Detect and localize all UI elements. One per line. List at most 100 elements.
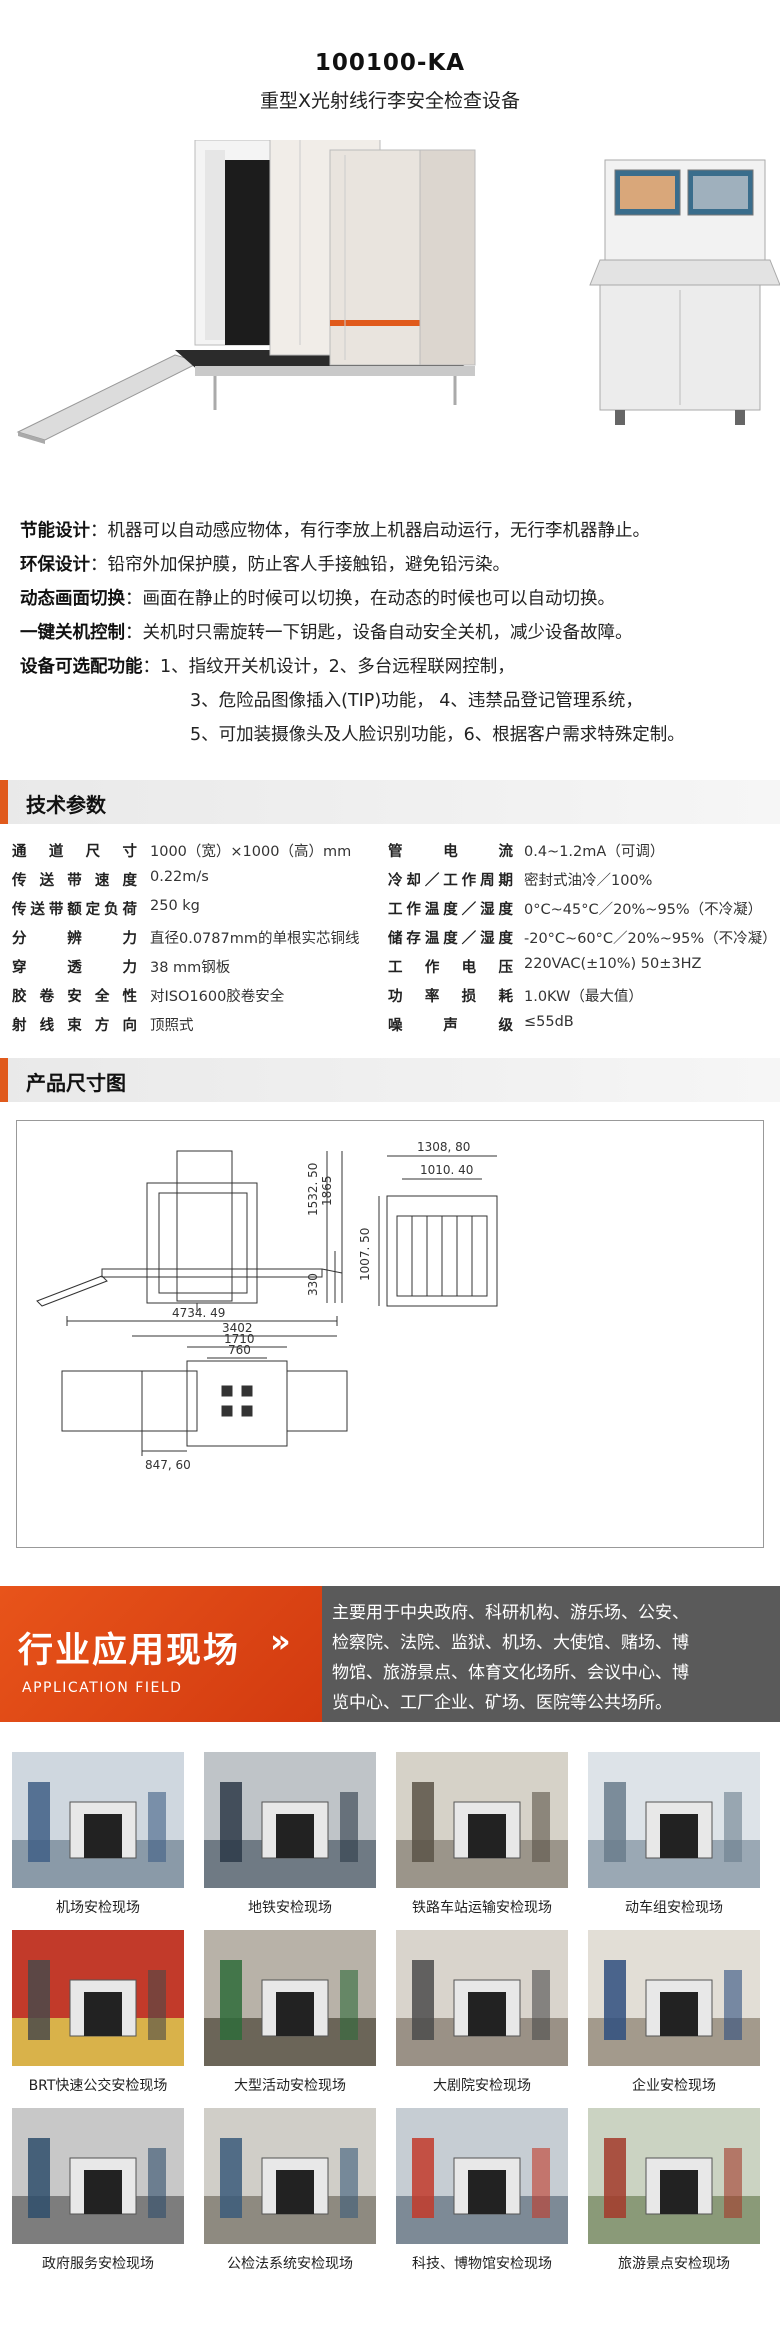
gallery-caption: 铁路车站运输安检现场 xyxy=(412,1900,552,1916)
spec-value: 0°C~45°C／20%~95%（不冷凝） xyxy=(524,902,763,918)
spec-value: 38 mm钢板 xyxy=(150,960,231,976)
product-subtitle: 重型X光射线行李安全检查设备 xyxy=(259,90,521,112)
gallery-card: 地铁安检现场 xyxy=(204,1752,376,1917)
feature-continuation: 5、可加装摄像头及人脸识别功能，6、根据客户需求特殊定制。 xyxy=(190,725,685,745)
spec-value: 直径0.0787mm的单根实芯铜线 xyxy=(150,931,360,947)
dim-760: 760 xyxy=(228,1343,251,1357)
field-desc-line: 览中心、工厂企业、矿场、医院等公共场所。 xyxy=(332,1693,672,1713)
site-photo xyxy=(12,1752,184,1888)
feature-continuation: 3、危险品图像插入(TIP)功能， 4、违禁品登记管理系统， xyxy=(190,691,643,711)
feature-list: 节能设计：机器可以自动感应物体，有行李放上机器启动运行，无行李机器静止。 环保设… xyxy=(20,514,770,752)
gallery-caption: 大型活动安检现场 xyxy=(234,2078,346,2094)
spec-label: 传送带额定负荷 xyxy=(12,902,137,918)
gallery-card: BRT快速公交安检现场 xyxy=(12,1930,184,2095)
site-photo xyxy=(588,1930,760,2066)
dimension-drawing: 1532. 50 1865 330 4734. 49 3402 17 xyxy=(16,1120,764,1548)
spec-label: 冷却／工作周期 xyxy=(388,873,513,889)
spec-value: ≤55dB xyxy=(524,1014,574,1030)
spec-value: -20°C~60°C／20%~95%（不冷凝） xyxy=(524,931,777,947)
gallery-card: 旅游景点安检现场 xyxy=(588,2108,760,2273)
spec-row: 射线束方向顶照式 噪声级 ≤55dB xyxy=(12,1014,772,1043)
spec-row: 传送带额定负荷 250 kg 工作温度／湿度 0°C~45°C／20%~95%（不冷凝… xyxy=(12,898,772,927)
dim-total-width: 4734. 49 xyxy=(172,1306,225,1320)
gallery-card: 动车组安检现场 xyxy=(588,1752,760,1917)
spec-label: 传送带速度 xyxy=(12,873,137,889)
spec-row: 分辨力直径0.0787mm的单根实芯铜线储存温度／湿度-20°C~60°C／20… xyxy=(12,927,777,956)
feature-text: ：1、指纹开关机设计，2、多台远程联网控制， xyxy=(142,657,515,677)
spec-label: 胶卷安全性 xyxy=(12,989,137,1005)
gallery-caption: 机场安检现场 xyxy=(56,1900,140,1916)
field-english: APPLICATION FIELD xyxy=(22,1680,183,1696)
gallery-caption: 政府服务安检现场 xyxy=(42,2256,154,2272)
gallery-caption: 旅游景点安检现场 xyxy=(618,2256,730,2272)
spec-value: 1000（宽）×1000（高）mm xyxy=(150,844,352,860)
gallery-caption: BRT快速公交安检现场 xyxy=(28,2078,168,2094)
gallery-card: 政府服务安检现场 xyxy=(12,2108,184,2273)
spec-value: 0.22m/s xyxy=(150,869,209,885)
site-photo xyxy=(396,1752,568,1888)
feature-item: 设备可选配功能：1、指纹开关机设计，2、多台远程联网控制， xyxy=(20,650,770,684)
feature-label: 一键关机控制 xyxy=(20,623,125,643)
gallery-card: 大剧院安检现场 xyxy=(396,1930,568,2095)
dim-h2: 1865 xyxy=(320,1175,334,1206)
spec-value: 顶照式 xyxy=(150,1018,194,1034)
site-photo xyxy=(588,1752,760,1888)
spec-label: 工作温度／湿度 xyxy=(388,902,513,918)
gallery-caption: 企业安检现场 xyxy=(632,2078,716,2094)
dim-side-h: 1007. 50 xyxy=(358,1228,372,1281)
dim-h1: 1532. 50 xyxy=(306,1163,320,1216)
accent-bar xyxy=(0,780,8,824)
feature-text: ：画面在静止的时候可以切换，在动态的时候也可以自动切换。 xyxy=(125,589,615,609)
field-desc-line: 主要用于中央政府、科研机构、游乐场、公安、 xyxy=(332,1603,689,1623)
gallery-card: 铁路车站运输安检现场 xyxy=(396,1752,568,1917)
dim-1710: 1710 xyxy=(224,1332,255,1346)
site-photo xyxy=(396,2108,568,2244)
site-photo xyxy=(588,2108,760,2244)
feature-label: 环保设计 xyxy=(20,555,90,575)
spec-label: 噪声级 xyxy=(388,1018,513,1034)
double-chevron-icon: » xyxy=(270,1622,291,1660)
site-photo xyxy=(12,2108,184,2244)
dim-847: 847, 60 xyxy=(145,1458,191,1472)
spec-value: 250 kg xyxy=(150,898,200,914)
gallery-card: 大型活动安检现场 xyxy=(204,1930,376,2095)
gallery-card: 机场安检现场 xyxy=(12,1752,184,1917)
spec-label: 工作电压 xyxy=(388,960,513,976)
feature-item: 环保设计：铅帘外加保护膜，防止客人手接触铅，避免铅污染。 xyxy=(20,548,770,582)
specs-section-header: 技术参数 xyxy=(0,780,780,824)
gallery-caption: 公检法系统安检现场 xyxy=(227,2256,353,2272)
site-photo xyxy=(204,1752,376,1888)
feature-text: ：关机时只需旋转一下钥匙，设备自动安全关机，减少设备故障。 xyxy=(125,623,633,643)
feature-text: ：铅帘外加保护膜，防止客人手接触铅，避免铅污染。 xyxy=(90,555,510,575)
hero-section: 100100-KA 重型X光射线行李安全检查设备 xyxy=(0,0,780,470)
feature-item: 一键关机控制：关机时只需旋转一下钥匙，设备自动安全关机，减少设备故障。 xyxy=(20,616,770,650)
feature-text: ：机器可以自动感应物体，有行李放上机器启动运行，无行李机器静止。 xyxy=(90,521,650,541)
application-field-banner: 行业应用现场 » APPLICATION FIELD 主要用于中央政府、科研机构… xyxy=(0,1586,780,1722)
dim-side-w1: 1308, 80 xyxy=(417,1140,470,1154)
site-photo xyxy=(204,2108,376,2244)
site-photo xyxy=(204,1930,376,2066)
spec-label: 分辨力 xyxy=(12,931,137,947)
dim-h3: 330 xyxy=(306,1273,320,1296)
specs-section-title: 技术参数 xyxy=(26,793,106,817)
spec-value: 对ISO1600胶卷安全 xyxy=(150,989,285,1005)
field-desc-line: 物馆、旅游景点、体育文化场所、会议中心、博 xyxy=(332,1663,689,1683)
gallery-card: 科技、博物馆安检现场 xyxy=(396,2108,568,2273)
feature-label: 设备可选配功能 xyxy=(20,657,143,677)
dim-side-w2: 1010. 40 xyxy=(420,1163,473,1177)
spec-label: 射线束方向 xyxy=(12,1018,137,1034)
field-title: 行业应用现场 xyxy=(18,1631,241,1671)
spec-label: 通道尺寸 xyxy=(12,844,137,860)
site-photo xyxy=(12,1930,184,2066)
model-title: 100100-KA xyxy=(314,50,466,76)
gallery-card: 公检法系统安检现场 xyxy=(204,2108,376,2273)
spec-value: 1.0KW（最大值） xyxy=(524,989,643,1005)
feature-label: 节能设计 xyxy=(20,521,90,541)
accent-bar xyxy=(0,1058,8,1102)
spec-label: 管电流 xyxy=(388,844,513,860)
